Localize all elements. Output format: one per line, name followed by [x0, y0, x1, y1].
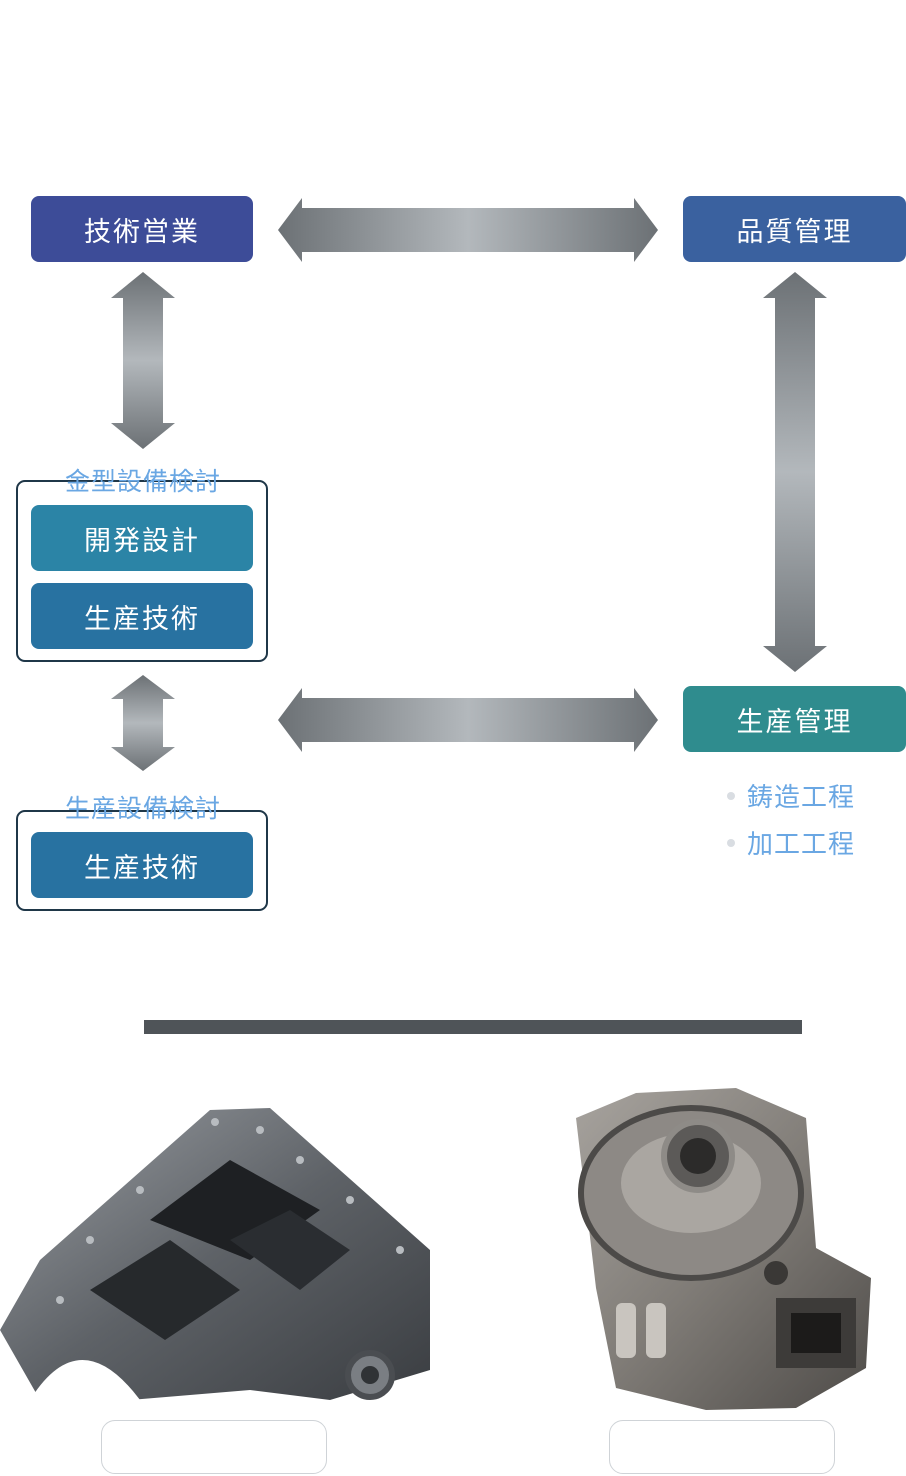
node-quality-management: 品質管理	[683, 196, 906, 262]
node-technical-sales: 技術営業	[31, 196, 253, 262]
engine-block-casting-image	[0, 1108, 430, 1400]
node-production-management: 生産管理	[683, 686, 906, 752]
node-production-engineering: 生産技術	[31, 583, 253, 649]
node-development-design: 開発設計	[31, 505, 253, 571]
production-management-items: 鋳造工程 加工工程	[727, 772, 855, 866]
label-mold-review: 金型設備検討	[64, 467, 221, 496]
label-production-review: 生産設備検討	[64, 794, 221, 823]
double-arrow-icon	[763, 272, 827, 672]
double-arrow-icon	[111, 675, 175, 771]
caption-box-left	[101, 1420, 327, 1474]
double-arrow-icon	[278, 688, 658, 752]
bullet-dot-icon	[727, 838, 735, 847]
list-item: 鋳造工程	[727, 772, 855, 819]
double-arrow-icon	[111, 272, 175, 449]
node-production-engineering-2: 生産技術	[31, 832, 253, 898]
list-item: 加工工程	[727, 819, 855, 866]
section-banner	[144, 1020, 802, 1034]
item-casting-process: 鋳造工程	[747, 783, 856, 813]
bullet-dot-icon	[727, 791, 735, 800]
motor-housing-casting-image	[576, 1088, 871, 1410]
caption-box-right	[609, 1420, 835, 1474]
item-machining-process: 加工工程	[747, 830, 856, 860]
double-arrow-icon	[278, 198, 658, 262]
